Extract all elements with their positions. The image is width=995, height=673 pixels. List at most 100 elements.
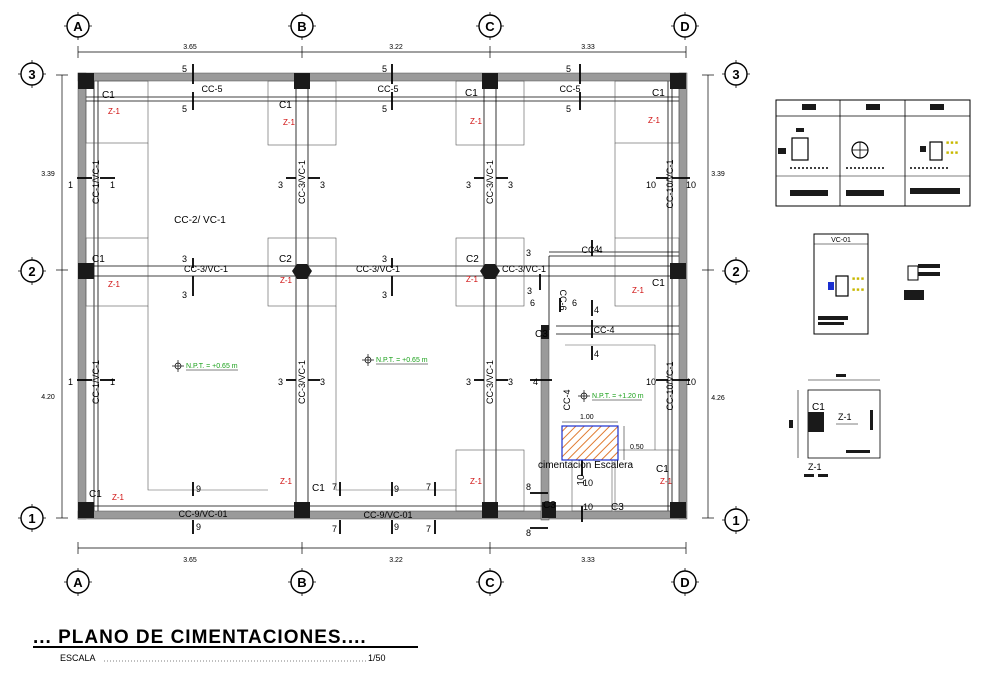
column-c3-left — [542, 502, 556, 518]
dim-top-ab: 3.65 — [183, 44, 197, 51]
dim-top-bc: 3.22 — [389, 44, 403, 51]
beam-label-cc9-bc: CC-9/VC-01 — [363, 510, 412, 520]
column-a3 — [78, 73, 94, 89]
svg-text:10: 10 — [646, 180, 656, 190]
dim-left-32: 3.39 — [41, 171, 55, 178]
svg-text:3: 3 — [382, 290, 387, 300]
svg-text:B: B — [297, 575, 306, 590]
svg-text:1: 1 — [110, 180, 115, 190]
label-c3-lower: C3 — [543, 500, 556, 511]
column-c3-upper — [541, 325, 549, 339]
detail-sections-table: ■ ■ ■ ■ ■ ■ — [775, 99, 971, 207]
svg-text:9: 9 — [394, 522, 399, 532]
beam-label-cc10-lower: CC-10/VC-1 — [665, 361, 675, 410]
svg-text:9: 9 — [394, 484, 399, 494]
column-a2 — [78, 263, 94, 279]
svg-text:■ ■ ■: ■ ■ ■ — [946, 140, 958, 146]
slab-label-cc2: CC-2/ VC-1 — [174, 215, 226, 226]
label-c1-a2: C1 — [92, 254, 105, 265]
svg-text:A: A — [73, 575, 83, 590]
axis-bubble-d-top: D — [671, 12, 699, 40]
scale-value: 1/50 — [368, 653, 386, 663]
dim-bottom-ab: 3.65 — [183, 557, 197, 564]
svg-text:3: 3 — [182, 290, 187, 300]
axis-bubble-c-bottom: C — [476, 568, 504, 596]
svg-text:N.P.T. = +0.65 m: N.P.T. = +0.65 m — [186, 363, 238, 370]
svg-text:6: 6 — [572, 298, 577, 308]
axis-bubble-c-top: C — [476, 12, 504, 40]
footing-outlines — [85, 80, 680, 512]
svg-text:Z-1: Z-1 — [280, 276, 293, 285]
svg-text:7: 7 — [332, 524, 337, 534]
svg-text:3: 3 — [182, 254, 187, 264]
level-marker-2: N.P.T. = +0.65 m — [362, 354, 428, 366]
axis-bubble-a-top: A — [64, 12, 92, 40]
svg-text:5: 5 — [382, 104, 387, 114]
svg-text:3: 3 — [382, 254, 387, 264]
column-b3 — [294, 73, 310, 89]
title-block: ... PLANO DE CIMENTACIONES.... ESCALA 1/… — [33, 627, 418, 663]
svg-text:5: 5 — [566, 64, 571, 74]
label-c3-right: C3 — [611, 502, 624, 513]
svg-text:3: 3 — [278, 180, 283, 190]
svg-text:3: 3 — [466, 377, 471, 387]
label-c1-b1: C1 — [312, 483, 325, 494]
column-d1 — [670, 502, 686, 518]
svg-text:Z-1: Z-1 — [112, 493, 125, 502]
svg-text:B: B — [297, 19, 306, 34]
beam-label-cc5-bc: CC-5 — [377, 84, 398, 94]
axis-bubble-a-bottom: A — [64, 568, 92, 596]
label-c1-c3: C1 — [465, 88, 478, 99]
dim-bottom-cd: 3.33 — [581, 557, 595, 564]
stair-label: cimentacion Escalera — [538, 460, 633, 471]
column-b2 — [292, 264, 312, 279]
beam-label-cc3-c-lower: CC-3/VC-1 — [485, 360, 495, 404]
beam-label-cc3-b-upper: CC-3/VC-1 — [297, 160, 307, 204]
label-c1-d1: C1 — [656, 464, 669, 475]
svg-text:1: 1 — [110, 377, 115, 387]
svg-text:4: 4 — [594, 305, 599, 315]
dimension-lines — [56, 46, 714, 554]
svg-text:N.P.T. = +1.20 m: N.P.T. = +1.20 m — [592, 393, 644, 400]
svg-text:3: 3 — [732, 67, 739, 82]
dim-bottom-bc: 3.22 — [389, 557, 403, 564]
svg-text:3: 3 — [320, 180, 325, 190]
axis-bubble-1-left: 1 — [18, 504, 46, 532]
axis-bubble-2-right: 2 — [722, 257, 750, 285]
svg-text:3: 3 — [466, 180, 471, 190]
svg-text:1: 1 — [28, 511, 35, 526]
svg-text:3: 3 — [508, 180, 513, 190]
svg-text:8: 8 — [526, 528, 531, 538]
beam-label-cc10-upper: CC-10/VC-1 — [665, 159, 675, 208]
svg-text:7: 7 — [426, 482, 431, 492]
svg-text:D: D — [680, 575, 689, 590]
svg-text:■ ■ ■: ■ ■ ■ — [852, 287, 864, 293]
dim-top-cd: 3.33 — [581, 44, 595, 51]
axis-bubble-2-left: 2 — [18, 257, 46, 285]
svg-text:2: 2 — [28, 264, 35, 279]
dim-right-21: 4.26 — [711, 395, 725, 402]
svg-text:5: 5 — [182, 104, 187, 114]
axis-bubble-1-right: 1 — [722, 506, 750, 534]
svg-text:Z-1: Z-1 — [466, 275, 479, 284]
beam-label-cc3-ab: CC-3/VC-1 — [184, 264, 228, 274]
svg-text:3: 3 — [527, 286, 532, 296]
beam-label-cc5-cd: CC-5 — [559, 84, 580, 94]
svg-text:3: 3 — [28, 67, 35, 82]
section-cut-marks — [77, 64, 690, 534]
axis-bubble-3-left: 3 — [18, 60, 46, 88]
svg-text:2: 2 — [732, 264, 739, 279]
beam-label-cc6: CC-6 — [558, 289, 568, 310]
section-mark-numbers: 5 5 5 5 5 5 1 1 1 1 3 3 3 3 3 3 3 3 10 1… — [68, 64, 696, 538]
column-b1 — [294, 502, 310, 518]
beam-label-cc4-upper: CC-4 — [581, 245, 602, 255]
z1-detail-label: Z-1 — [838, 412, 852, 422]
svg-text:10: 10 — [583, 478, 593, 488]
svg-text:Z-1: Z-1 — [632, 286, 645, 295]
beam-label-cc3-cd: CC-3/VC-1 — [502, 264, 546, 274]
axis-bubble-d-bottom: D — [671, 568, 699, 596]
dim-left-21: 4.20 — [41, 394, 55, 401]
label-c1-b3: C1 — [279, 100, 292, 111]
beam-label-cc1-lower: CC-1/VC-1 — [91, 360, 101, 404]
svg-text:D: D — [680, 19, 689, 34]
